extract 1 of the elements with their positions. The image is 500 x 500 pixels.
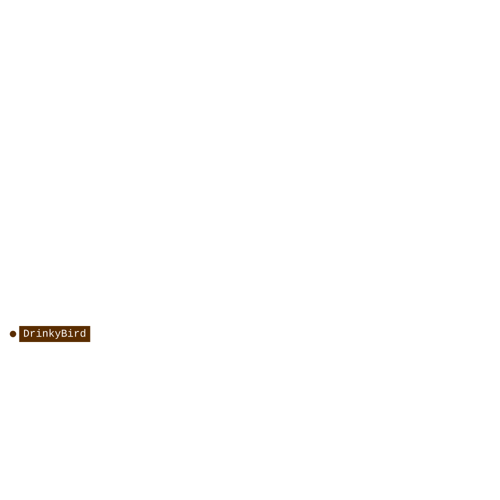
label-box: DrinkyBird xyxy=(19,326,90,342)
